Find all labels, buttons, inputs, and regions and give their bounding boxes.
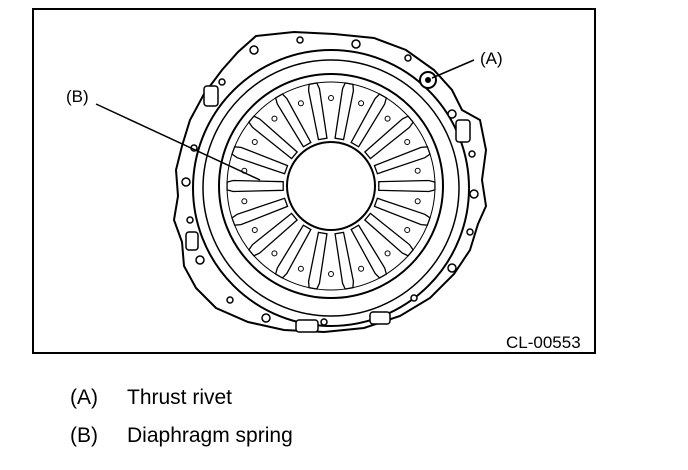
spring-finger xyxy=(378,179,436,193)
spring-finger xyxy=(226,179,284,193)
legend-text-a: Thrust rivet xyxy=(127,386,233,409)
callout-b-label: (B) xyxy=(66,87,89,106)
spring-finger xyxy=(231,197,289,226)
flange-bolt-holes xyxy=(181,36,479,326)
spring-finger xyxy=(334,231,355,290)
hub-opening xyxy=(286,141,376,231)
spring-finger xyxy=(373,197,431,226)
finger-slot-hole xyxy=(271,250,278,257)
spring-finger xyxy=(350,93,388,148)
spring-finger xyxy=(248,115,299,160)
finger-slot-hole xyxy=(384,115,391,122)
spring-finger xyxy=(363,212,414,257)
finger-slot-hole xyxy=(358,265,365,272)
spring-finger xyxy=(231,146,289,175)
legend-key-a: (A) xyxy=(70,386,98,409)
finger-slot-hole xyxy=(271,115,278,122)
leader-line-b xyxy=(95,103,261,181)
finger-slot-hole xyxy=(404,139,411,145)
figure-code: CL-00553 xyxy=(506,333,581,352)
thrust-rivet xyxy=(419,71,437,89)
spring-finger xyxy=(274,93,312,148)
spring-finger xyxy=(307,231,328,290)
spring-finger xyxy=(307,82,328,141)
legend-item-b: (B) Diaphragm spring xyxy=(70,422,630,460)
spring-finger xyxy=(373,146,431,175)
leader-line-a xyxy=(431,59,475,79)
spring-finger xyxy=(274,224,312,279)
finger-slot-hole xyxy=(414,198,421,205)
spring-finger xyxy=(363,115,414,160)
legend-text-b: Diaphragm spring xyxy=(127,424,293,447)
finger-slot-hole xyxy=(414,167,421,174)
finger-slot-hole xyxy=(241,198,248,205)
legend-key-b: (B) xyxy=(70,424,98,447)
spring-finger xyxy=(334,82,355,141)
finger-slot-hole xyxy=(404,227,411,233)
finger-slot-hole xyxy=(297,100,304,107)
cover-rim-inner xyxy=(202,59,460,317)
finger-slot-hole xyxy=(384,250,391,257)
finger-slot-hole xyxy=(297,265,304,272)
finger-slot-hole xyxy=(251,227,258,233)
figure-frame: (A) (B) CL-00553 xyxy=(32,8,596,354)
finger-slot-hole xyxy=(358,100,365,107)
spring-finger xyxy=(350,224,388,279)
clutch-cover-diagram: (A) (B) CL-00553 xyxy=(66,30,581,352)
finger-slot-hole xyxy=(328,271,334,277)
legend-item-a: (A) Thrust rivet xyxy=(70,384,630,422)
finger-slot-hole xyxy=(328,95,334,101)
flange-lugs xyxy=(185,85,471,333)
callout-a-label: (A) xyxy=(480,49,503,68)
diaphragm-spring xyxy=(226,82,436,290)
finger-slot-hole xyxy=(251,139,258,145)
spring-finger xyxy=(248,212,299,257)
legend: (A) Thrust rivet (B) Diaphragm spring xyxy=(70,384,630,460)
